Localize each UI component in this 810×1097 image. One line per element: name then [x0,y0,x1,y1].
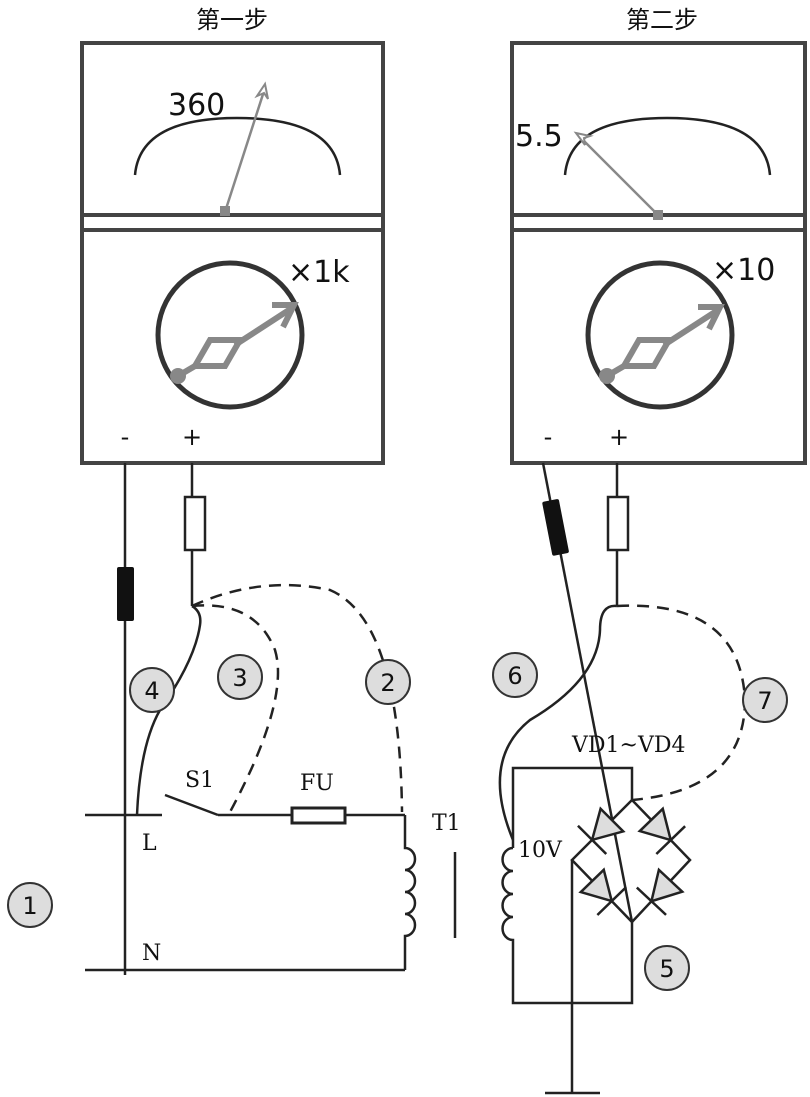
marker-1: 1 [7,882,53,928]
mains-circuit: L N S1 FU T1 [85,768,461,972]
svg-text:7: 7 [757,687,772,715]
label-FU: FU [300,771,334,796]
reading-label: 5.5 [515,119,563,154]
transformer-secondary [501,846,634,1005]
dial-pointer [599,304,725,384]
range-label: ×10 [712,253,775,288]
label-L: L [142,831,157,856]
label-S1: S1 [185,768,214,793]
marker-2: 2 [365,659,411,705]
switch-s1[interactable] [164,793,219,817]
diode-1-body [590,806,626,842]
range-dial[interactable] [155,260,305,410]
red-probe[interactable] [183,495,207,552]
step2-title: 第二步 [626,6,698,34]
diode-3-cathode-bar [596,886,627,916]
diode-2-body [637,806,673,842]
step1-title: 第一步 [196,6,268,34]
svg-text:2: 2 [380,669,395,697]
black-probe[interactable] [117,567,134,621]
marker-7: 7 [742,677,788,723]
label-VD: VD1~VD4 [571,733,685,758]
plus-terminal: + [609,423,629,451]
marker-3: 3 [217,654,263,700]
svg-text:3: 3 [232,664,247,692]
diode-3-body [578,867,614,903]
red-probe[interactable] [606,495,630,552]
svg-text:5: 5 [659,955,674,983]
diode-1-cathode-bar [577,824,608,855]
rectifier-circuit: VD1~VD4 10V [501,733,692,1095]
minus-terminal: - [544,423,553,451]
svg-text:4: 4 [144,677,159,705]
meter-needle [579,136,659,216]
label-T1: T1 [432,811,461,836]
bridge-diodes [577,806,686,916]
marker-6: 6 [492,652,538,698]
scale-arc [563,116,772,176]
marker-5: 5 [644,945,690,991]
transformer-primary [403,815,417,970]
dial-pointer [170,302,299,384]
label-10V: 10V [518,838,563,863]
plus-terminal: + [182,423,202,451]
scale-arc [133,116,342,176]
diode-2-cathode-bar [655,825,686,855]
multimeter-step1: 360 ×1k - + [80,41,385,465]
multimeter-step2: 5.5 ×10 - + [510,41,807,465]
fuse-fu [290,806,347,825]
reading-label: 360 [168,88,225,123]
svg-text:6: 6 [507,662,522,690]
svg-text:1: 1 [22,892,37,920]
meter-needle [223,87,267,213]
diode-4-body [649,867,685,904]
probe-leads-step2 [498,462,747,923]
marker-4: 4 [129,667,175,713]
markers: 1 2 3 4 5 6 7 [7,652,788,991]
range-dial[interactable] [585,260,735,410]
minus-terminal: - [121,423,130,451]
probe-leads-step1 [117,463,404,975]
label-N: N [142,941,161,966]
diode-4-cathode-bar [635,886,667,916]
black-probe[interactable] [542,499,569,556]
range-label: ×1k [288,255,350,290]
